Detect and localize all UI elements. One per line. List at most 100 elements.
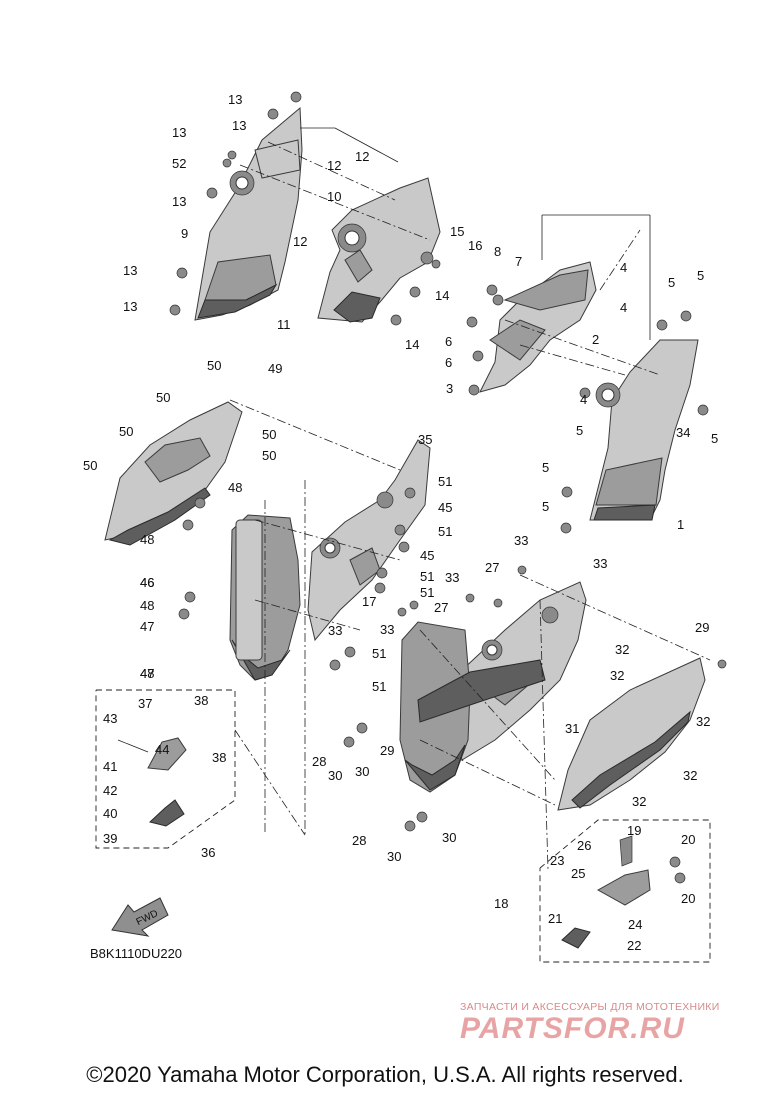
callout-14: 14 xyxy=(435,288,449,303)
callout-36: 36 xyxy=(201,845,215,860)
callout-42: 42 xyxy=(103,783,117,798)
callout-48: 48 xyxy=(228,480,242,495)
callout-12: 12 xyxy=(293,234,307,249)
callout-52: 52 xyxy=(172,156,186,171)
callout-29: 29 xyxy=(380,743,394,758)
bracket-assembly xyxy=(479,261,597,393)
callout-28: 28 xyxy=(312,754,326,769)
callout-31: 31 xyxy=(565,721,579,736)
callout-12: 12 xyxy=(327,158,341,173)
subassembly-36-box xyxy=(95,689,236,849)
callout-23: 23 xyxy=(550,853,564,868)
callout-4: 4 xyxy=(620,300,627,315)
callout-13: 13 xyxy=(228,92,242,107)
callout-39: 39 xyxy=(103,831,117,846)
callout-35: 35 xyxy=(418,432,432,447)
callout-32: 32 xyxy=(610,668,624,683)
connecting-lines xyxy=(229,127,711,871)
callout-9: 9 xyxy=(181,226,188,241)
callout-6: 6 xyxy=(445,334,452,349)
callout-14: 14 xyxy=(405,337,419,352)
callout-5: 5 xyxy=(697,268,704,283)
callout-32: 32 xyxy=(696,714,710,729)
callout-12: 12 xyxy=(355,149,369,164)
callout-16: 16 xyxy=(468,238,482,253)
callout-30: 30 xyxy=(387,849,401,864)
side-panel-part-1 xyxy=(589,339,699,521)
callout-46: 46 xyxy=(140,575,154,590)
callout-51: 51 xyxy=(420,569,434,584)
callout-5: 5 xyxy=(576,423,583,438)
callout-22: 22 xyxy=(627,938,641,953)
callout-51: 51 xyxy=(438,524,452,539)
callout-19: 19 xyxy=(627,823,641,838)
callout-20: 20 xyxy=(681,891,695,906)
callout-27: 27 xyxy=(485,560,499,575)
callout-48: 48 xyxy=(140,532,154,547)
callout-34: 34 xyxy=(676,425,690,440)
callout-33: 33 xyxy=(380,622,394,637)
callout-44: 44 xyxy=(155,742,169,757)
lower-cover-part-49 xyxy=(104,401,243,546)
callout-51: 51 xyxy=(420,585,434,600)
callout-50: 50 xyxy=(262,427,276,442)
callout-5: 5 xyxy=(668,275,675,290)
callout-45: 45 xyxy=(420,548,434,563)
callout-30: 30 xyxy=(328,768,342,783)
callout-32: 32 xyxy=(683,768,697,783)
outer-panel-part-31 xyxy=(557,657,706,811)
callout-1: 1 xyxy=(677,517,684,532)
callout-33: 33 xyxy=(593,556,607,571)
callout-40: 40 xyxy=(103,806,117,821)
inner-panel-part-11 xyxy=(317,177,441,323)
copyright-notice: ©2020 Yamaha Motor Corporation, U.S.A. A… xyxy=(86,1062,684,1087)
callout-32: 32 xyxy=(632,794,646,809)
callout-51: 51 xyxy=(372,646,386,661)
callout-13: 13 xyxy=(172,125,186,140)
door-inner-panel-part-29 xyxy=(399,621,546,793)
callout-18: 18 xyxy=(494,896,508,911)
watermark-tagline: ЗАПЧАСТИ И АКСЕССУАРЫ ДЛЯ МОТОТЕХНИКИ xyxy=(460,1001,720,1013)
callout-5: 5 xyxy=(542,499,549,514)
callout-50: 50 xyxy=(156,390,170,405)
callout-6: 6 xyxy=(445,355,452,370)
callout-27: 27 xyxy=(434,600,448,615)
callout-7: 7 xyxy=(515,254,522,269)
callout-5: 5 xyxy=(711,431,718,446)
callout-4: 4 xyxy=(580,392,587,407)
callout-3: 3 xyxy=(446,381,453,396)
callout-33: 33 xyxy=(445,570,459,585)
callout-11: 11 xyxy=(277,317,291,332)
callout-50: 50 xyxy=(83,458,97,473)
callout-10: 10 xyxy=(327,189,341,204)
callout-46: 46 xyxy=(140,575,154,590)
callout-8: 8 xyxy=(494,244,501,259)
callout-2: 2 xyxy=(592,332,599,347)
callout-13: 13 xyxy=(123,299,137,314)
fwd-arrow-icon: FWD xyxy=(111,897,169,937)
callout-17: 17 xyxy=(362,594,376,609)
callout-47: 47 xyxy=(140,619,154,634)
callout-20: 20 xyxy=(681,832,695,847)
callout-21: 21 xyxy=(548,911,562,926)
callout-41: 41 xyxy=(103,759,117,774)
callout-33: 33 xyxy=(328,623,342,638)
callout-48: 48 xyxy=(140,598,154,613)
callout-24: 24 xyxy=(628,917,642,932)
diagram-code: B8K1110DU220 xyxy=(90,946,183,961)
callout-38: 38 xyxy=(194,693,208,708)
callout-26: 26 xyxy=(577,838,591,853)
callout-38: 38 xyxy=(212,750,226,765)
callout-49: 49 xyxy=(268,361,282,376)
side-cover-part-9 xyxy=(194,106,303,321)
callout-32: 32 xyxy=(615,642,629,657)
callout-25: 25 xyxy=(571,866,585,881)
callout-50: 50 xyxy=(262,448,276,463)
subassembly-18-box xyxy=(539,819,711,963)
callout-51: 51 xyxy=(372,679,386,694)
callout-47: 47 xyxy=(140,666,154,681)
callout-37: 37 xyxy=(138,696,152,711)
callout-15: 15 xyxy=(450,224,464,239)
